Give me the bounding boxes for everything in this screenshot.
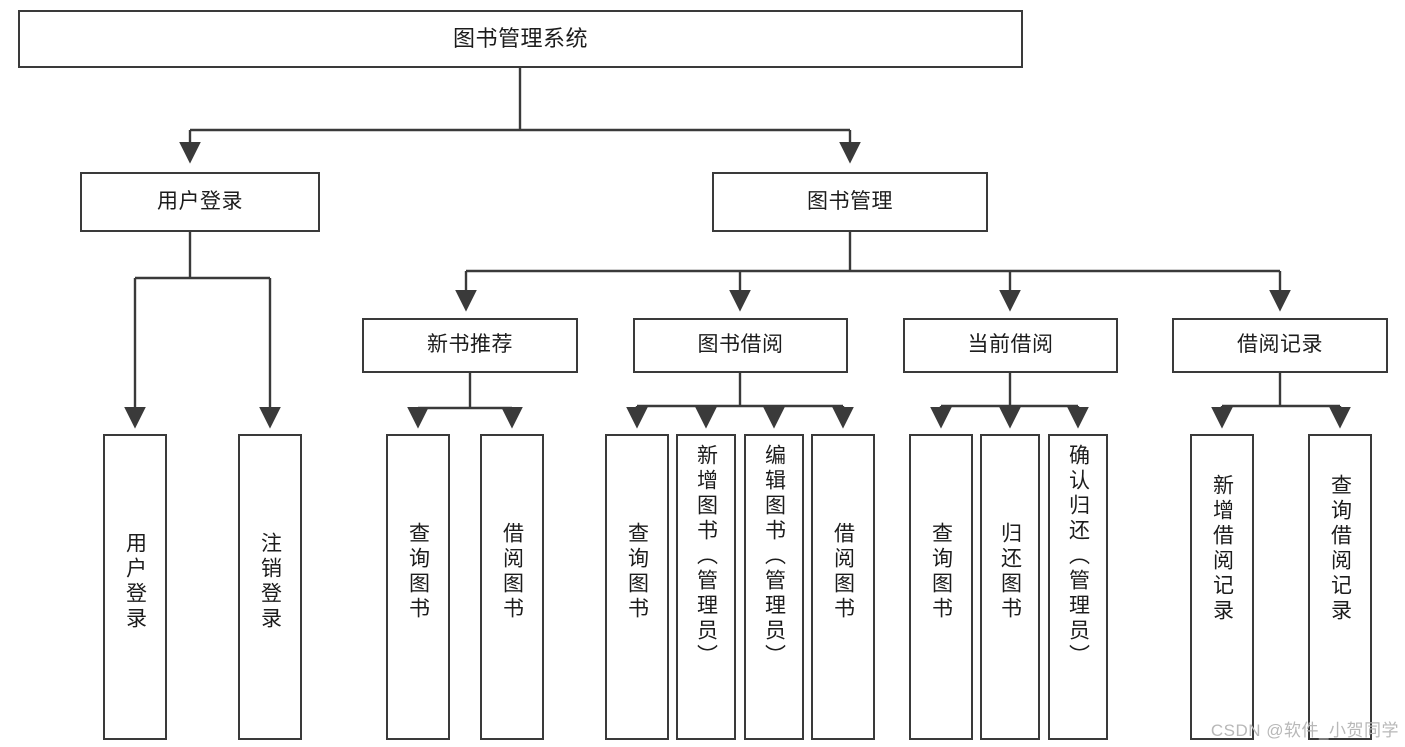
node-leaf-confirm-return-label: 确认归还（管理员） [1066, 444, 1090, 669]
node-leaf-query-record[interactable]: 查询借阅记录 [1308, 434, 1372, 740]
node-leaf-add-book-label: 新增图书（管理员） [694, 444, 718, 669]
node-book-borrow-label: 图书借阅 [697, 333, 784, 357]
node-leaf-borrow-book-2-label: 借阅图书 [831, 522, 855, 622]
node-leaf-borrow-book-1-label: 借阅图书 [500, 522, 524, 622]
node-leaf-query-record-label: 查询借阅记录 [1328, 474, 1352, 624]
node-leaf-logout-login-label: 注销登录 [258, 532, 282, 632]
node-borrow-record-label: 借阅记录 [1237, 333, 1323, 357]
node-leaf-logout-login[interactable]: 注销登录 [238, 434, 302, 740]
node-leaf-return-book[interactable]: 归还图书 [980, 434, 1040, 740]
node-new-book-recommend-label: 新书推荐 [427, 333, 513, 357]
node-borrow-record[interactable]: 借阅记录 [1172, 318, 1388, 373]
node-leaf-edit-book-label: 编辑图书（管理员） [762, 444, 786, 669]
node-leaf-confirm-return[interactable]: 确认归还（管理员） [1048, 434, 1108, 740]
node-root-label: 图书管理系统 [452, 26, 588, 52]
node-leaf-borrow-book-2[interactable]: 借阅图书 [811, 434, 875, 740]
node-leaf-user-login[interactable]: 用户登录 [103, 434, 167, 740]
node-book-management[interactable]: 图书管理 [712, 172, 988, 232]
node-leaf-query-book-3[interactable]: 查询图书 [909, 434, 973, 740]
node-leaf-query-book-2[interactable]: 查询图书 [605, 434, 669, 740]
node-leaf-add-record[interactable]: 新增借阅记录 [1190, 434, 1254, 740]
node-leaf-return-book-label: 归还图书 [998, 522, 1022, 622]
node-current-borrow[interactable]: 当前借阅 [903, 318, 1118, 373]
node-leaf-user-login-label: 用户登录 [123, 532, 147, 632]
node-new-book-recommend[interactable]: 新书推荐 [362, 318, 578, 373]
node-leaf-query-book-2-label: 查询图书 [625, 522, 649, 622]
node-leaf-query-book-1[interactable]: 查询图书 [386, 434, 450, 740]
node-book-borrow[interactable]: 图书借阅 [633, 318, 848, 373]
node-leaf-edit-book[interactable]: 编辑图书（管理员） [744, 434, 804, 740]
node-root[interactable]: 图书管理系统 [18, 10, 1023, 68]
node-book-management-label: 图书管理 [807, 189, 893, 213]
node-leaf-query-book-1-label: 查询图书 [406, 522, 430, 622]
node-current-borrow-label: 当前借阅 [967, 333, 1054, 357]
node-leaf-add-record-label: 新增借阅记录 [1210, 474, 1234, 624]
node-user-login[interactable]: 用户登录 [80, 172, 320, 232]
node-user-login-label: 用户登录 [157, 189, 243, 213]
node-leaf-query-book-3-label: 查询图书 [929, 522, 953, 622]
node-leaf-add-book[interactable]: 新增图书（管理员） [676, 434, 736, 740]
node-leaf-borrow-book-1[interactable]: 借阅图书 [480, 434, 544, 740]
